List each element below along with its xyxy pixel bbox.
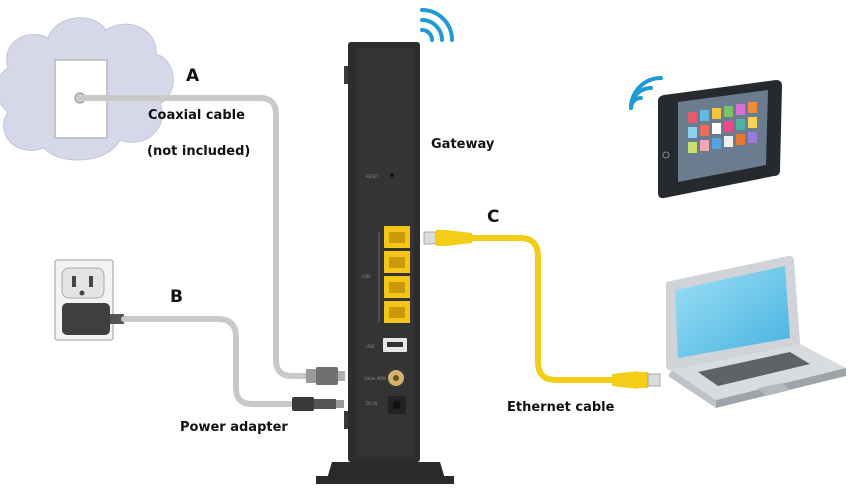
coaxial-cable-label: Coaxial cable (148, 108, 245, 123)
ethernet-cable (423, 230, 661, 389)
cable-wan-label: Cable WAN (364, 376, 386, 381)
gateway: RESET LAN USB Cable WAN DC IN (316, 42, 454, 484)
lan-ports (384, 226, 410, 323)
ethernet-cable-label: Ethernet cable (507, 400, 615, 415)
reset-button (390, 173, 394, 177)
wifi-icon (420, 8, 454, 42)
tablet (658, 80, 782, 199)
label-b: B (170, 287, 183, 307)
usb-label: USB (366, 344, 374, 349)
dc-in-label: DC IN (366, 401, 377, 406)
power-connector (292, 397, 344, 411)
wifi-icon-tablet (629, 76, 663, 110)
power-plug (62, 303, 124, 335)
power-cable (121, 316, 295, 407)
laptop (666, 255, 846, 408)
not-included-label: (not included) (147, 144, 251, 159)
lan-label: LAN (362, 274, 370, 279)
coaxial-cable (77, 95, 315, 379)
reset-label: RESET (366, 174, 379, 179)
label-c: C (487, 207, 500, 227)
power-adapter-label: Power adapter (180, 420, 288, 435)
label-a: A (186, 66, 200, 86)
coax-connector (306, 367, 345, 385)
gateway-label: Gateway (431, 137, 495, 152)
